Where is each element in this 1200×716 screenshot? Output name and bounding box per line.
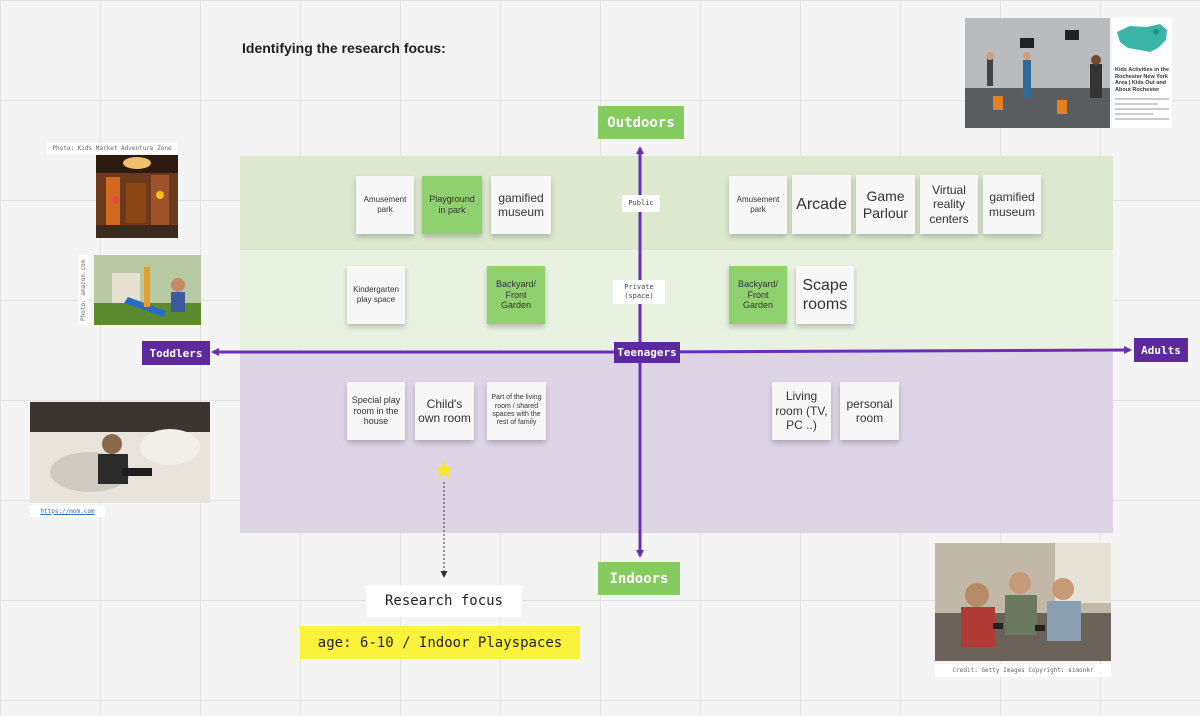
private-space-label: Private (space) xyxy=(613,280,665,304)
sticky-arcade[interactable]: Arcade xyxy=(792,175,851,234)
backyard-playset-image xyxy=(94,255,201,325)
sticky-childs-own-room[interactable]: Child's own room xyxy=(415,382,474,440)
board-title: Identifying the research focus: xyxy=(242,40,446,56)
sticky-special-play-room[interactable]: Special play room in the house xyxy=(347,382,405,440)
research-focus-value[interactable]: age: 6-10 / Indoor Playspaces xyxy=(300,626,580,659)
sticky-gamified-museum-adults[interactable]: gamified museum xyxy=(983,175,1041,234)
teenagers-label: Teenagers xyxy=(614,342,680,363)
photo-adventure-zone[interactable] xyxy=(96,155,178,238)
sticky-gamified-museum-toddlers[interactable]: gamified museum xyxy=(491,176,551,234)
adults-label: Adults xyxy=(1134,338,1188,362)
research-focus-label[interactable]: Research focus xyxy=(366,585,522,617)
sticky-amusement-park-toddlers[interactable]: Amusement park xyxy=(356,176,414,234)
photo-caption-adventure-zone: Photo: Kids Market Adventure Zone xyxy=(47,143,177,154)
sticky-amusement-park-adults[interactable]: Amusement park xyxy=(729,176,787,234)
vr-arena-image xyxy=(965,18,1110,128)
public-label: Public xyxy=(622,195,660,212)
men-gaming-image xyxy=(935,543,1111,661)
sticky-virtual-reality-centers[interactable]: Virtual reality centers xyxy=(920,175,978,234)
us-map-icon xyxy=(1117,24,1167,52)
article-body xyxy=(1112,98,1172,121)
photo-child-on-sofa[interactable] xyxy=(30,402,210,503)
sticky-backyard-toddlers[interactable]: Backyard/ Front Garden xyxy=(487,266,545,324)
article-title[interactable]: Kids Activities in the Rochester New Yor… xyxy=(1115,67,1169,93)
adventure-zone-image xyxy=(96,155,178,238)
sticky-game-parlour[interactable]: Game Parlour xyxy=(856,175,915,234)
sticky-playground-in-park[interactable]: Playground in park xyxy=(422,176,482,234)
sticky-kindergarten-play-space[interactable]: Kindergarten play space xyxy=(347,266,405,324)
sticky-personal-room[interactable]: personal room xyxy=(840,382,899,440)
photo-caption-amazon: Photo: amazon.com xyxy=(78,255,89,325)
photo-men-gaming[interactable] xyxy=(935,543,1111,661)
sticky-living-room[interactable]: Living room (TV, PC ..) xyxy=(772,382,831,440)
sticky-backyard-adults[interactable]: Backyard/ Front Garden xyxy=(729,266,787,324)
outdoors-label: Outdoors xyxy=(598,106,684,139)
photo-caption-getty: Credit: Getty Images Copyright: simonkr xyxy=(935,664,1111,677)
article-card[interactable]: Kids Activities in the Rochester New Yor… xyxy=(1112,18,1172,128)
photo-vr-arena[interactable] xyxy=(965,18,1110,128)
child-on-sofa-image xyxy=(30,402,210,503)
horizontal-axis-right xyxy=(639,346,1132,355)
star-icon xyxy=(434,460,454,479)
photo-backyard-playset[interactable] xyxy=(94,255,201,325)
photo-caption-mom[interactable]: https://mom.com xyxy=(30,505,105,517)
sticky-scape-rooms[interactable]: Scape rooms xyxy=(796,266,854,324)
indoors-label: Indoors xyxy=(598,562,680,595)
toddlers-label: Toddlers xyxy=(142,341,210,365)
sticky-shared-spaces[interactable]: Part of the living room / shared spaces … xyxy=(487,382,546,440)
